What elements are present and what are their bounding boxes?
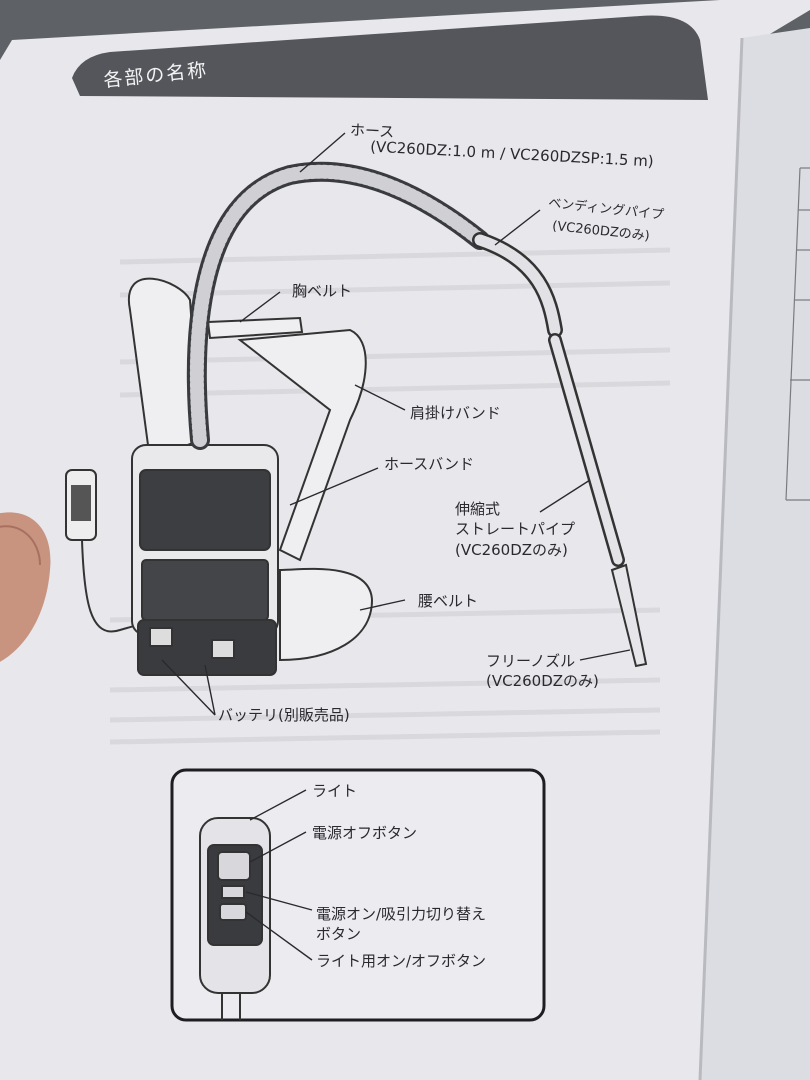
label-battery: バッテリ(別販売品) [218, 706, 350, 724]
shoulder-strap-right [237, 328, 367, 562]
inset-remote-drawing [199, 817, 271, 1020]
inset-leader-lines [245, 789, 313, 961]
label-chest-belt: 胸ベルト [292, 282, 353, 300]
label-shoulder-band: 肩掛けバンド [410, 404, 501, 422]
label-straight-pipe-note: (VC260DZのみ) [455, 541, 568, 559]
label-waist-belt: 腰ベルト [418, 592, 479, 610]
inset-label-light-toggle: ライト用オン/オフボタン [316, 952, 487, 970]
free-nozzle-drawing [610, 563, 648, 668]
label-hose-band: ホースバンド [384, 455, 475, 473]
right-page-paper [700, 28, 810, 1080]
inset-label-power-off: 電源オフボタン [312, 824, 418, 842]
label-straight-pipe-2: ストレートパイプ [455, 520, 576, 538]
label-free-nozzle-note: (VC260DZのみ) [486, 672, 599, 690]
leader-lines [161, 132, 631, 716]
chest-belt-drawing [206, 316, 304, 340]
label-free-nozzle: フリーノズル [486, 652, 576, 670]
inset-label-power-on-2: ボタン [316, 925, 362, 943]
waist-belt-drawing [279, 567, 374, 662]
right-page-table [785, 167, 810, 501]
title-band [72, 15, 708, 100]
inset-label-light: ライト [312, 782, 358, 800]
vacuum-body-drawing [131, 444, 279, 676]
inset-label-power-on-1: 電源オン/吸引力切り替え [316, 905, 487, 923]
label-straight-pipe-1: 伸縮式 [455, 500, 501, 518]
